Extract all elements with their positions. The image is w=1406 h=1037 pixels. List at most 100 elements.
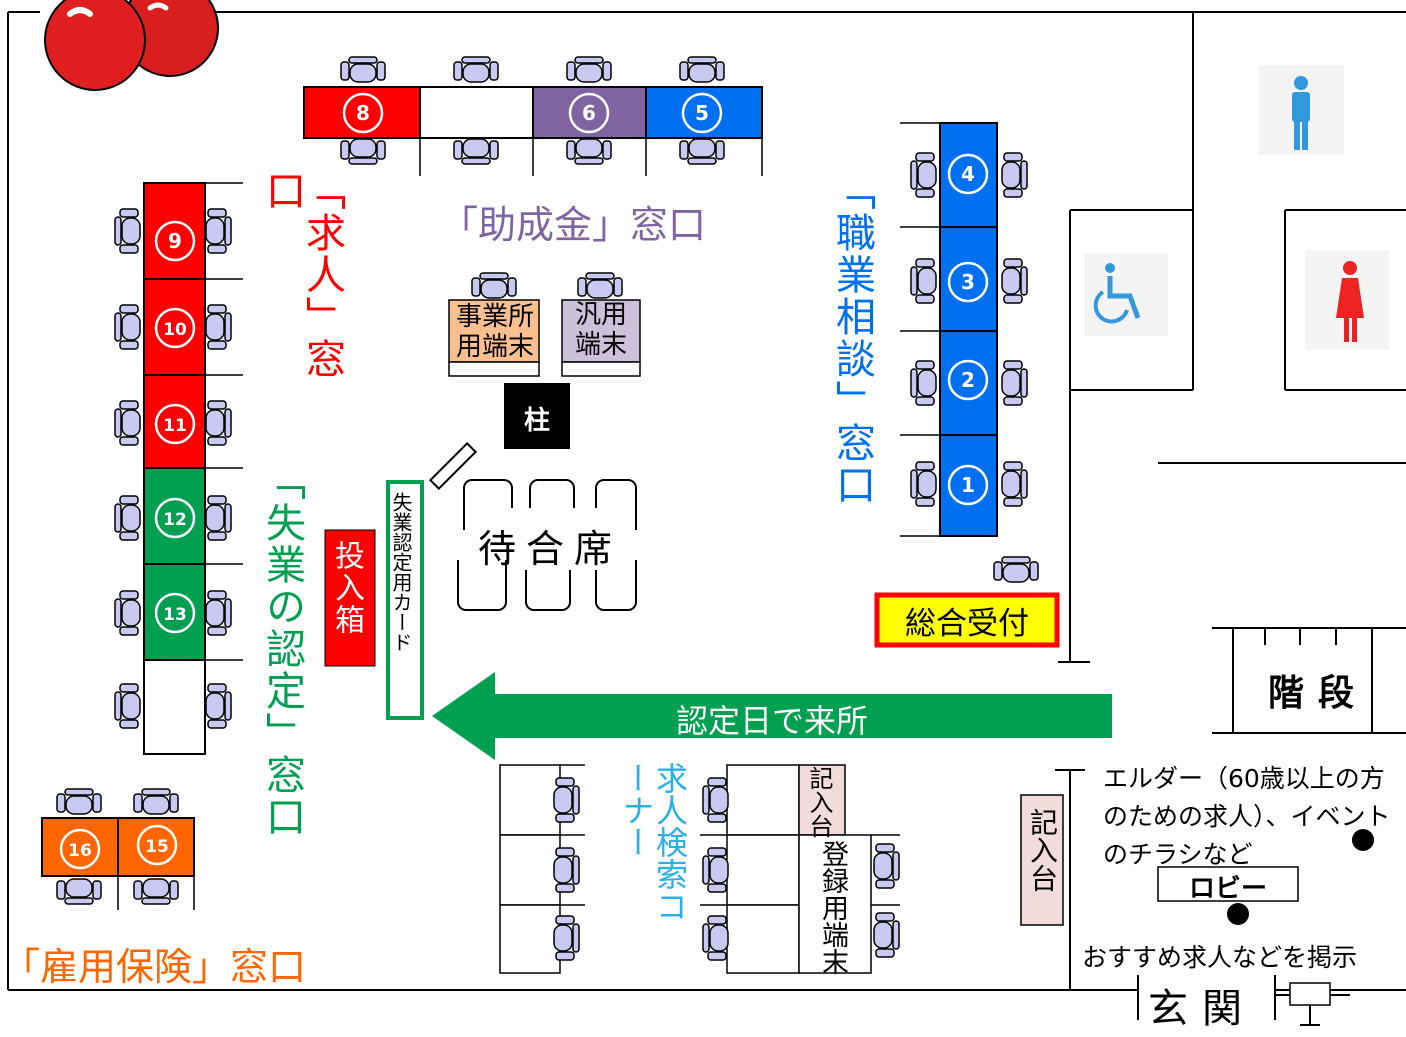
counter-number-13: 13: [163, 605, 187, 625]
visitor-chair: [205, 400, 232, 446]
counter-number-4: 4: [961, 162, 975, 186]
terminals: [448, 299, 641, 449]
reception-chair: [993, 556, 1039, 583]
bottom-left-counter: [41, 817, 195, 910]
writing-desk-label-1: 記入台: [805, 766, 833, 838]
staff-chair: [566, 56, 612, 83]
staff-chair: [679, 56, 725, 83]
visitor-chair: [205, 208, 232, 254]
search-chair: [553, 777, 580, 823]
recommended-jobs-label: おすすめ求人などを掲示: [1082, 943, 1358, 972]
drop-box-area: [324, 480, 424, 720]
counter-number-15: 15: [145, 837, 169, 857]
staff-chair: [453, 56, 499, 83]
counter-number-2: 2: [961, 368, 975, 392]
reception-label: 総合受付: [905, 606, 1029, 642]
entrance-label: 玄関: [1148, 986, 1256, 1032]
elder-info-label: エルダー（60歳以上の方のための求人）、イベントのチラシなど: [1103, 764, 1391, 869]
staff-chair: [114, 495, 141, 541]
lobby-area: [1137, 829, 1374, 1026]
staff-chair: [56, 788, 102, 815]
building-walls: [7, 11, 1406, 991]
terminal-chair: [873, 912, 900, 958]
staff-chair: [133, 788, 179, 815]
counter-number-1: 1: [961, 473, 975, 497]
counter-number-8: 8: [356, 101, 370, 125]
registration-terminal-label: 登録用端末: [817, 840, 848, 975]
visitor-chair: [205, 304, 232, 350]
female-restroom-icon: [1305, 250, 1389, 350]
stairs: [1212, 627, 1406, 734]
counter-number-ring: [947, 464, 989, 506]
search-chair: [702, 847, 729, 893]
staff-chair: [114, 590, 141, 636]
staff-chair: [340, 56, 386, 83]
counter-number-ring: [136, 824, 178, 866]
visitor-chair: [453, 138, 499, 165]
subsidy-window-label: 「助成金」窓口: [440, 203, 707, 247]
tomato-logo: [44, 0, 219, 91]
counter-number-ring: [947, 153, 989, 195]
staff-chair: [1001, 258, 1028, 304]
visitor-chair: [910, 461, 937, 507]
job-offer-window-label: 「求人」窓口: [259, 170, 345, 380]
counter-number-ring: [681, 92, 723, 134]
visitor-chair: [910, 258, 937, 304]
drop-box-label: 投入箱: [329, 540, 364, 636]
search-chair: [702, 777, 729, 823]
top-counter: [303, 86, 763, 176]
counter-number-ring: [59, 828, 101, 870]
visitor-chair: [910, 360, 937, 406]
visitor-chair: [56, 878, 102, 905]
counter-number-10: 10: [163, 320, 187, 340]
job-search-corner-label: 求人検索コーナー: [617, 762, 689, 922]
counter-number-ring: [342, 92, 384, 134]
counter-number-ring: [154, 307, 196, 349]
staff-chair: [1001, 461, 1028, 507]
visitor-chair: [340, 138, 386, 165]
writing-desk-label-2: 記入台: [1026, 808, 1059, 892]
search-chair: [702, 915, 729, 961]
pillar-label: 柱: [523, 406, 550, 436]
counter-number-3: 3: [961, 270, 975, 294]
staff-chair: [1001, 152, 1028, 198]
staff-chair: [114, 400, 141, 446]
counter-number-6: 6: [582, 101, 596, 125]
staff-chair: [114, 208, 141, 254]
unemployment-window-label: 「失業の認定」窓口: [259, 460, 305, 838]
employment-insurance-window-label: 「雇用保険」窓口: [2, 945, 307, 989]
wheelchair-icon: [1084, 254, 1168, 336]
visitor-chair: [679, 138, 725, 165]
counter-number-ring: [154, 220, 196, 262]
visitor-chair: [910, 152, 937, 198]
certification-card-label: 失業認定用カード: [389, 492, 413, 652]
waiting-seats-label: 待合席: [478, 527, 623, 571]
counter-number-9: 9: [168, 229, 182, 253]
search-chair: [553, 847, 580, 893]
terminal-chair: [471, 272, 517, 299]
visitor-chair: [205, 683, 232, 729]
general-terminal-label: 汎用端末: [574, 300, 627, 360]
terminal-chair: [873, 843, 900, 889]
terminal-chair: [577, 272, 623, 299]
stairs-label: 階段: [1268, 673, 1369, 714]
lobby-label: ロビー: [1188, 874, 1267, 904]
visitor-chair: [133, 878, 179, 905]
arrival-arrow: [432, 672, 1112, 760]
counter-number-ring: [154, 497, 196, 539]
counter-number-ring: [154, 592, 196, 634]
visitor-chair: [205, 495, 232, 541]
male-restroom-icon: [1258, 65, 1344, 155]
waiting-seats: [428, 441, 637, 611]
reception-box: [874, 592, 1060, 648]
staff-chair: [114, 304, 141, 350]
left-counter: [143, 182, 243, 755]
staff-chair: [1001, 360, 1028, 406]
counter-number-16: 16: [68, 841, 92, 861]
staff-chair: [114, 683, 141, 729]
job-search-tables: [499, 764, 1064, 974]
counter-number-ring: [154, 403, 196, 445]
